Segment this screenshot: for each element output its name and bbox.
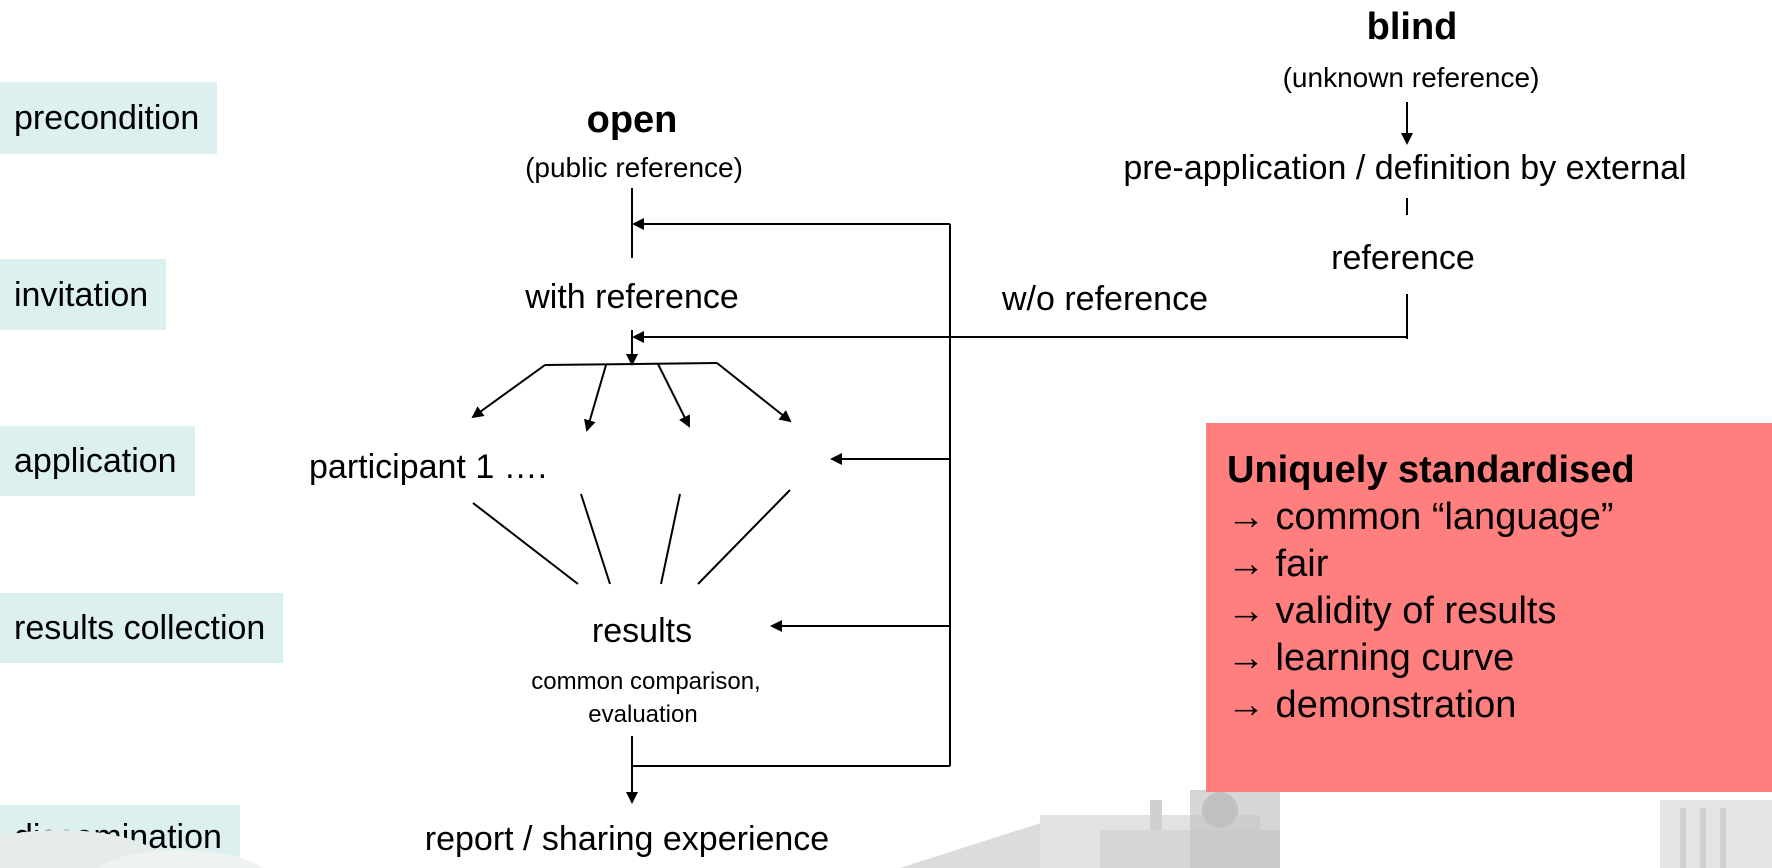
participant-text: participant 1 …. — [309, 448, 548, 486]
benefit-item: → common “language” — [1227, 496, 1614, 538]
blind-subtitle: (unknown reference) — [1282, 62, 1540, 93]
benefit-item: → validity of results — [1227, 590, 1557, 632]
stage-precondition: precondition — [0, 82, 218, 154]
open-subtitle: (public reference) — [525, 152, 743, 183]
benefit-item: → demonstration — [1227, 684, 1517, 726]
converge-line — [660, 493, 681, 585]
stage-label-text: precondition — [14, 99, 200, 137]
without-reference-text: w/o reference — [1002, 280, 1208, 318]
stage-invitation: invitation — [0, 259, 167, 330]
participant-arrow — [657, 363, 690, 428]
results-text: results — [591, 612, 693, 650]
with-reference-text: with reference — [525, 278, 739, 316]
participant-arrow — [716, 362, 792, 423]
open-title: open — [586, 99, 678, 141]
blind-title: blind — [1366, 6, 1458, 48]
results-note-2: evaluation — [588, 701, 698, 728]
stage-label-text: invitation — [14, 275, 149, 314]
stage-label-text: application — [14, 442, 177, 480]
converge-line — [580, 493, 611, 585]
pre-application-text: pre-application / definition by external — [1123, 149, 1687, 187]
report-text: report / sharing experience — [424, 820, 830, 858]
background-photo-left — [0, 830, 263, 868]
converge-line — [697, 489, 791, 585]
benefit-item: → learning curve — [1227, 637, 1515, 679]
benefits-box: Uniquely standardised → common “language… — [1206, 423, 1772, 792]
stage-results-collection: results collection — [0, 593, 284, 663]
benefits-title: Uniquely standardised — [1227, 449, 1635, 491]
participant-arrow — [584, 364, 607, 432]
results-note-1: common comparison, — [531, 668, 761, 695]
stage-label-text: results collection — [14, 609, 266, 647]
background-photo-right — [900, 790, 1772, 868]
stage-application: application — [0, 426, 195, 496]
branch-bar — [544, 362, 718, 366]
reference-text: reference — [1331, 239, 1475, 277]
benefit-item: → fair — [1227, 543, 1329, 585]
participant-arrow — [471, 364, 546, 419]
converge-line — [472, 502, 579, 585]
